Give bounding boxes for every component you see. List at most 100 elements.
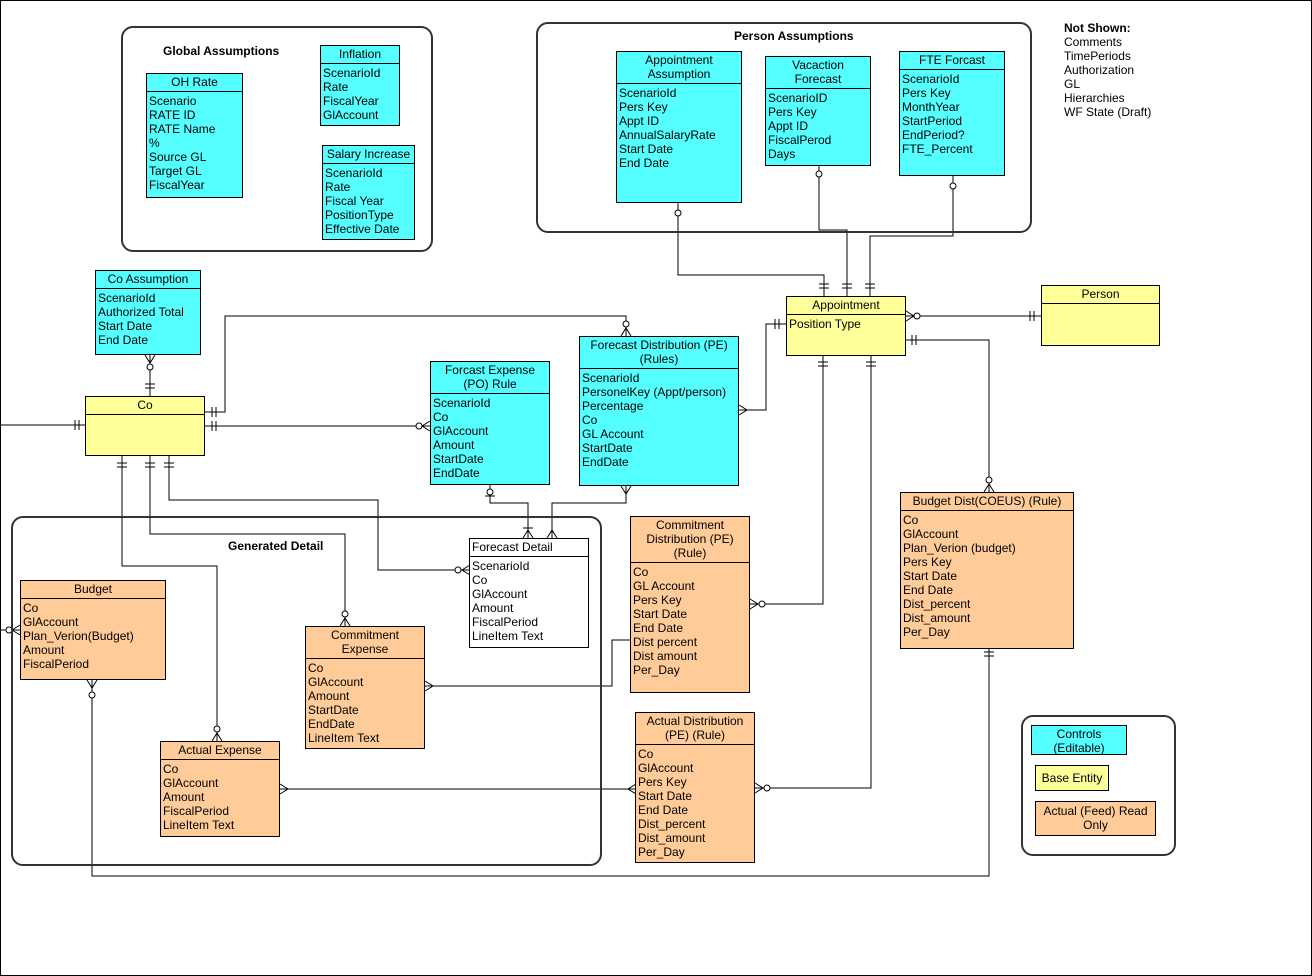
entity-title: Vacaction Forecast: [766, 57, 870, 89]
entity-attribute: FiscalYear: [149, 178, 205, 192]
entity-attribute: Amount: [433, 438, 475, 452]
entity-title: Forecast Detail: [470, 539, 588, 557]
entity-attribute: Co: [23, 601, 39, 615]
entity-attribute: Effective Date: [325, 222, 400, 236]
entity-attribute: Dist_percent: [638, 817, 706, 831]
entity-title: FTE Forcast: [900, 52, 1004, 70]
entity-attribute: ScenarioId: [325, 166, 383, 180]
entity-attribute: Amount: [308, 689, 350, 703]
entity-title: Salary Increase: [323, 146, 414, 164]
entity-attribute: End Date: [619, 156, 670, 170]
entity-attribute: LineItem Text: [163, 818, 235, 832]
entity-attribute: Per_Day: [638, 845, 685, 859]
entity-attribute: EndDate: [582, 455, 629, 469]
entity-attribute: Appt ID: [619, 114, 660, 128]
entity-attribute: Pers Key: [768, 105, 817, 119]
entity-attribute: GlAccount: [903, 527, 959, 541]
rel-co-actual-expense: [121, 456, 218, 741]
entity-attribute: Fiscal Year: [325, 194, 384, 208]
entity-attribute: FiscalPerod: [768, 133, 832, 147]
entity-attribute: PositionType: [325, 208, 394, 222]
entity-attribute: Pers Key: [638, 775, 687, 789]
entity-title: Co Assumption: [96, 271, 200, 289]
entity-attribute: Start Date: [903, 569, 958, 583]
entity-attribute: Plan_Verion(Budget): [23, 629, 134, 643]
entity-title: Co: [86, 397, 204, 415]
entity-attribute: Amount: [472, 601, 514, 615]
entity-attribute: EndDate: [433, 466, 480, 480]
not-shown-item: Hierarchies: [1064, 91, 1125, 105]
entity-co[interactable]: Co: [85, 396, 205, 456]
entity-attribute: Amount: [23, 643, 65, 657]
entity-title: Inflation: [321, 46, 399, 64]
entity-attribute: Dist_amount: [903, 611, 971, 625]
rel-fte-appointment: [869, 176, 954, 296]
entity-title: Person: [1042, 286, 1159, 304]
entity-title: OH Rate: [147, 74, 242, 92]
entity-attribute: End Date: [98, 333, 149, 347]
entity-attribute: Co: [472, 573, 488, 587]
not-shown-item: TimePeriods: [1064, 49, 1131, 63]
legend-actual: Actual (Feed) Read Only: [1035, 801, 1156, 836]
entity-attribute: Pers Key: [902, 86, 951, 100]
entity-title: Actual Expense: [161, 742, 279, 760]
entity-forecast-distribution[interactable]: Forecast Distribution (PE) (Rules) Scena…: [579, 336, 739, 486]
entity-attribute: Pers Key: [619, 100, 668, 114]
entity-attribute: Dist_percent: [903, 597, 971, 611]
entity-attribute: Co: [638, 747, 654, 761]
not-shown-item: Authorization: [1064, 63, 1135, 77]
entity-attributes: [1042, 304, 1159, 308]
entity-attribute: GlAccount: [163, 776, 219, 790]
entity-attribute: Co: [308, 661, 324, 675]
not-shown-item: WF State (Draft): [1064, 105, 1152, 119]
entity-attribute: ScenarioId: [433, 396, 491, 410]
entity-attribute: Pers Key: [903, 555, 952, 569]
person-assumptions-title: Person Assumptions: [734, 29, 854, 43]
entity-attribute: MonthYear: [902, 100, 960, 114]
entity-title: Forcast Expense (PO) Rule: [431, 362, 549, 394]
entity-attribute: LineItem Text: [472, 629, 544, 643]
legend-base-label: Base Entity: [1041, 771, 1103, 785]
entity-attribute: GlAccount: [23, 615, 79, 629]
entity-attribute: GL Account: [582, 427, 644, 441]
entity-title: Appointment Assumption: [617, 52, 741, 84]
rel-co-forecast-distribution: [205, 315, 627, 413]
entity-title: Actual Distribution (PE) (Rule): [636, 713, 754, 745]
entity-attribute: Plan_Verion (budget): [903, 541, 1016, 555]
entity-attribute: Co: [433, 410, 449, 424]
rel-co-commitment-expense: [149, 456, 346, 626]
entity-attribute: StartDate: [433, 452, 484, 466]
entity-person[interactable]: Person: [1041, 285, 1160, 346]
entity-title: Commitment Distribution (PE) (Rule): [631, 517, 749, 563]
entity-attribute: Authorized Total: [98, 305, 184, 319]
entity-attribute: Per_Day: [903, 625, 950, 639]
entity-attribute: PersonelKey (Appt/person): [582, 385, 727, 399]
global-assumptions-group: [121, 26, 433, 252]
entity-attribute: LineItem Text: [308, 731, 380, 745]
entity-appointment[interactable]: Appointment Position Type: [786, 296, 906, 356]
entity-attribute: RATE ID: [149, 108, 196, 122]
